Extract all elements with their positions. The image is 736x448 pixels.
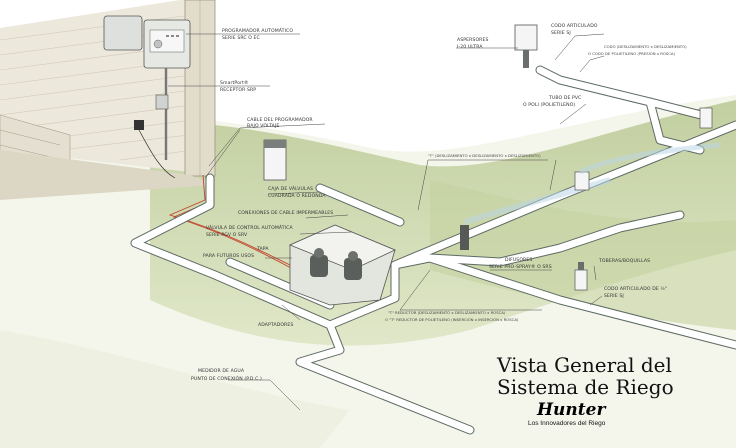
label-cable-2: BAJO VOLTAJE bbox=[247, 123, 279, 129]
label-smartport-sub: RECEPTOR SRP bbox=[220, 87, 256, 93]
controller-unit bbox=[103, 15, 191, 179]
title-line-1: Vista General del bbox=[496, 353, 672, 377]
sprinkler-head bbox=[574, 142, 721, 191]
title-line-2: Sistema de Riego bbox=[497, 375, 674, 399]
sprinklers bbox=[460, 24, 721, 291]
sprinkler-head bbox=[699, 107, 713, 129]
label-cap-2: PARA FUTUROS USOS bbox=[203, 253, 254, 259]
label-waterproof: CONEXIONES DE CABLE IMPERMEABLES bbox=[238, 210, 333, 216]
label-sprays-2: SERIE PRO-SPRAY® O SRS bbox=[489, 263, 552, 270]
label-reducer-2: O "T" REDUCTOR DE POLIETILENO (INSERCIÓN… bbox=[385, 317, 519, 322]
label-valve-box-2: CUADRADA O REDONDA bbox=[268, 193, 326, 199]
label-sprinklers-2: I-20 ULTRA bbox=[457, 44, 483, 50]
label-controller-series: SERIE SRC O EC bbox=[222, 35, 260, 41]
label-pvc-1: TUBO DE PVC bbox=[548, 95, 581, 101]
label-valve-box-1: CAJA DE VÁLVULAS bbox=[268, 185, 313, 192]
sprinkler-head bbox=[574, 262, 588, 291]
label-sprays-1: DIFUSORES bbox=[505, 257, 532, 263]
label-control-valve-1: VÁLVULA DE CONTROL AUTOMÁTICA bbox=[206, 224, 293, 231]
label-swing-bottom-2: SERIE SJ bbox=[604, 293, 624, 299]
title-block: Vista General del Sistema de Riego Hunte… bbox=[496, 353, 674, 427]
label-reducer-1: "T" REDUCTOR (DESLIZAMIENTO x DESLIZAMIE… bbox=[388, 310, 506, 315]
label-swing-top-2: SERIE SJ bbox=[551, 30, 571, 36]
labels: PROGRAMADOR AUTOMÁTICO SERIE SRC O EC Sm… bbox=[191, 23, 687, 382]
label-controller: PROGRAMADOR AUTOMÁTICO bbox=[222, 27, 293, 34]
control-valve bbox=[310, 248, 362, 280]
label-cap-1: TAPA bbox=[256, 246, 269, 252]
label-swing-bottom-1: CODO ARTICULADO DE ½" bbox=[604, 285, 667, 292]
brand-tagline: Los Innovadores del Riego bbox=[528, 420, 606, 427]
label-sprinklers-1: ASPERSORES bbox=[457, 37, 488, 43]
label-meter-2: PUNTO DE CONEXIÓN (P.D.C.) bbox=[191, 375, 262, 382]
brand-logo: Hunter bbox=[536, 400, 606, 420]
label-smartport: SmartPort® bbox=[220, 79, 249, 86]
label-nozzles: TOBERAS/BOQUILLAS bbox=[598, 258, 650, 264]
sprinkler-head bbox=[460, 177, 611, 250]
label-adapters: ADAPTADORES bbox=[258, 322, 293, 328]
label-meter-1: MEDIDOR DE AGUA bbox=[198, 368, 245, 374]
label-elbow-1: CODO (DESLIZAMIENTO x DESLIZAMIENTO) bbox=[604, 44, 687, 49]
sprinkler-rotor-left bbox=[263, 139, 287, 181]
leader-lines bbox=[168, 33, 605, 411]
label-cable-1: CABLE DEL PROGRAMADOR bbox=[247, 117, 313, 123]
label-elbow-2: O CODO DE POLIETILENO (PRESIÓN x ROSCA) bbox=[588, 51, 675, 56]
label-pvc-2: O POLI (POLIETILENO) bbox=[523, 102, 575, 108]
label-swing-top-1: CODO ARTICULADO bbox=[551, 23, 598, 29]
label-tee-top: "T" (DESLIZAMIENTO x DESLIZAMIENTO x DES… bbox=[428, 153, 541, 158]
valve-box bbox=[288, 224, 396, 306]
pipe-network bbox=[130, 65, 736, 435]
sprinkler-head bbox=[514, 24, 538, 68]
label-control-valve-2: SERIE PGV O SRV bbox=[206, 232, 248, 238]
